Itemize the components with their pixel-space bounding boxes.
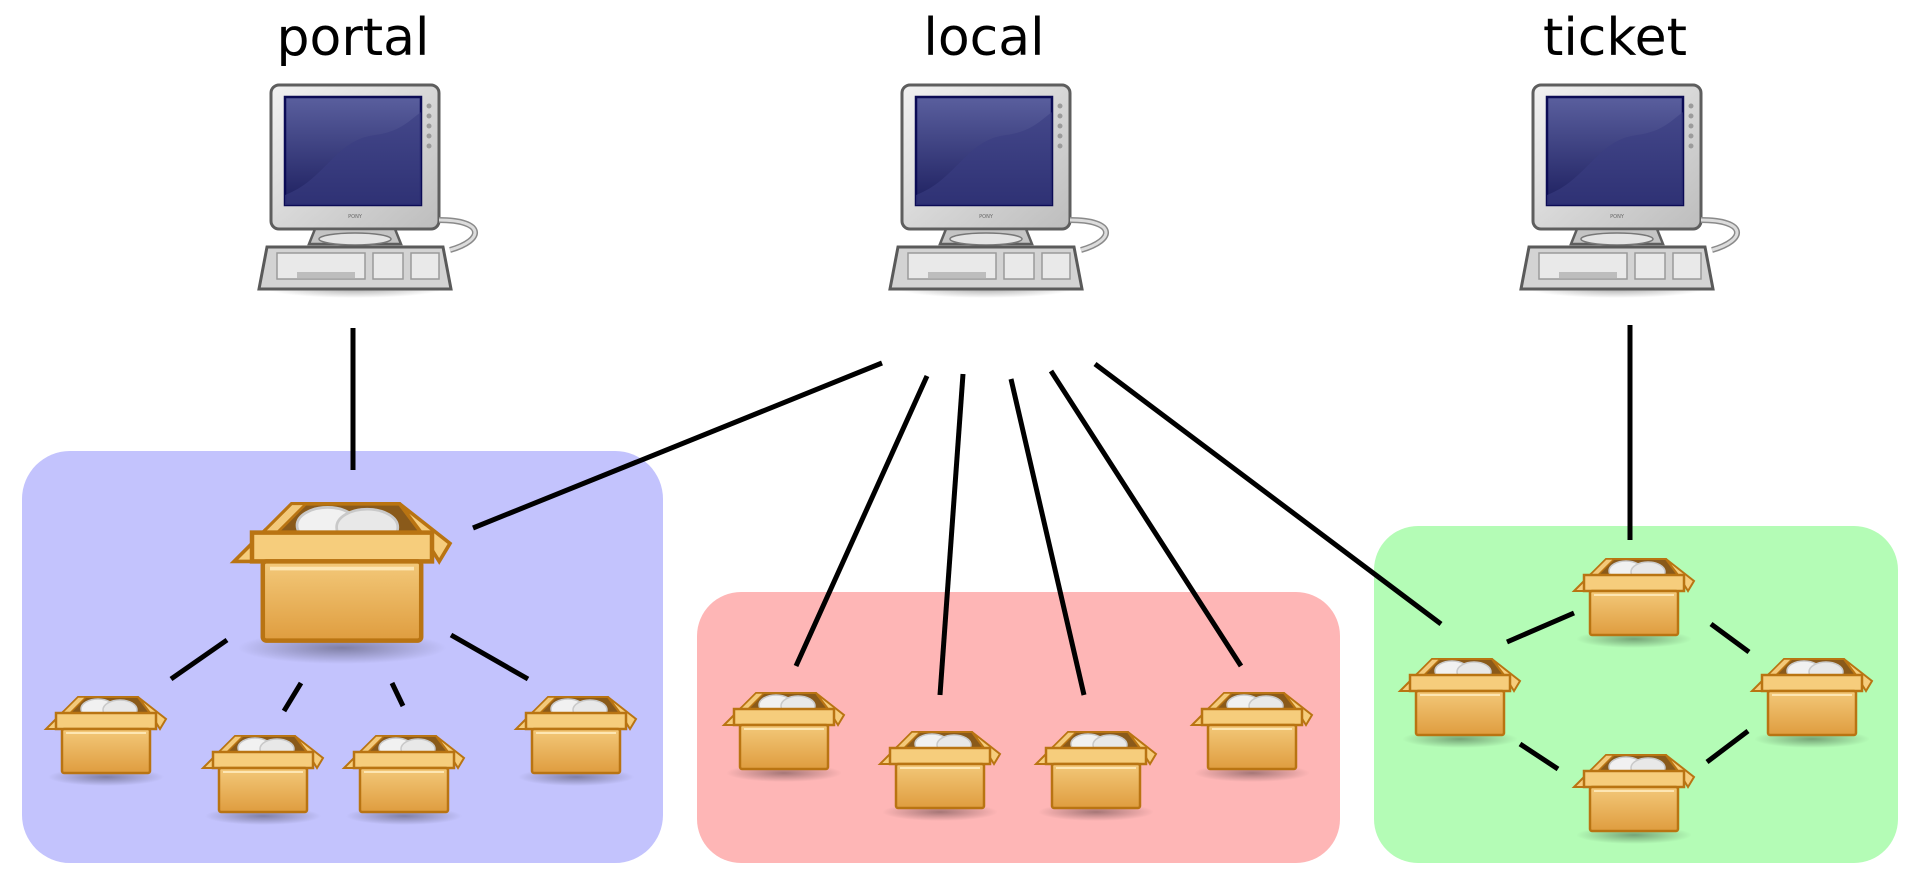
ticket-group-background [1374, 526, 1898, 863]
monitor-icon [259, 85, 475, 298]
link-ring-left-bottom [1518, 741, 1560, 772]
package-icon [1572, 557, 1696, 650]
package-icon [878, 730, 1002, 823]
computer-ticket: ticket [1521, 8, 1737, 298]
package-icon-root [234, 504, 450, 664]
link-root-to-pkg-2 [281, 681, 304, 713]
link-root-to-pkg-1 [169, 637, 229, 682]
link-ring-top-right [1709, 621, 1751, 655]
computer-label-portal: portal [277, 8, 430, 68]
package-icon [722, 691, 846, 784]
link-local-to-local-pkg-1 [793, 374, 930, 668]
link-root-to-pkg-3 [389, 681, 406, 708]
local-group-background [697, 592, 1340, 863]
link-local-to-ticket-pkg-left [1093, 362, 1443, 626]
package-icon [1034, 730, 1158, 823]
package-icon [1750, 657, 1874, 750]
computer-label-local: local [923, 8, 1044, 68]
link-local-to-local-pkg-2 [937, 373, 966, 696]
computer-label-ticket: ticket [1543, 8, 1687, 68]
computer-portal: portal [259, 8, 475, 298]
link-local-to-local-pkg-3 [1008, 378, 1087, 696]
link-local-to-local-pkg-4 [1048, 369, 1244, 668]
link-ring-right-bottom [1705, 729, 1750, 764]
package-icon [1572, 753, 1696, 846]
connection-lines [169, 325, 1751, 772]
package-icon [342, 734, 466, 827]
monitor-icon [1521, 85, 1737, 298]
monitor-icon [890, 85, 1106, 298]
package-icon [514, 695, 638, 788]
link-ring-left-top [1506, 610, 1575, 645]
package-icon [1398, 657, 1522, 750]
package-icon [1190, 691, 1314, 784]
package-icon [44, 695, 168, 788]
link-root-to-pkg-4 [449, 632, 530, 682]
link-local-to-portal-root [472, 360, 883, 531]
computer-local: local [890, 8, 1106, 298]
package-icon [201, 734, 325, 827]
